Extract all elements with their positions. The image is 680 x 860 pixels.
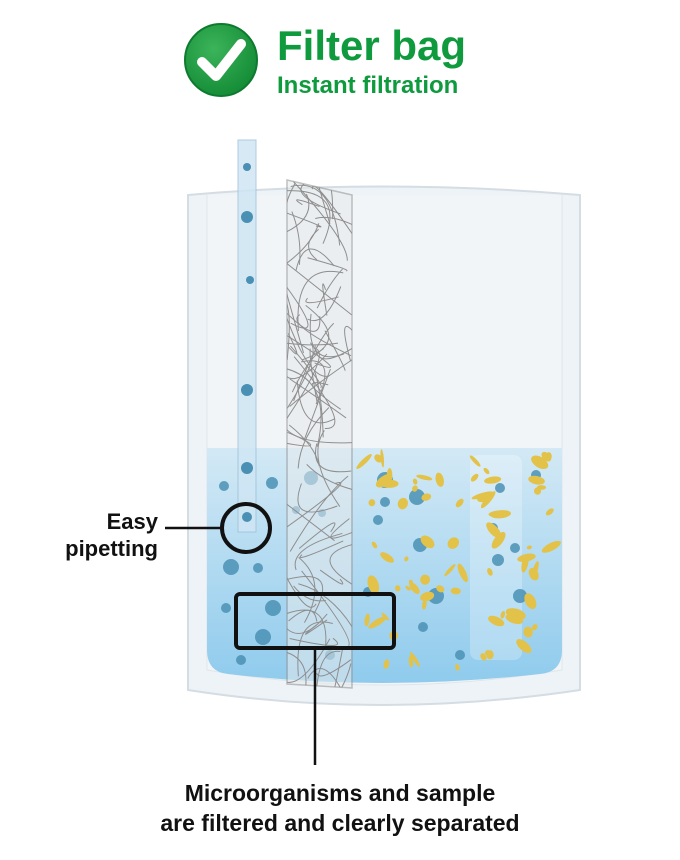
separation-label: Microorganisms and sample are filtered a… <box>40 778 640 838</box>
sample-particle <box>488 615 505 627</box>
sample-particle <box>486 522 502 539</box>
microorganism <box>373 515 383 525</box>
sample-particle <box>374 454 383 463</box>
sample-particle <box>371 541 378 549</box>
sample-particle <box>491 531 506 549</box>
subtitle: Instant filtration <box>277 72 459 99</box>
sample-particle <box>397 497 408 510</box>
sample-particle <box>435 472 444 487</box>
microorganism <box>495 483 505 493</box>
sample-particle <box>505 608 526 620</box>
sample-particle <box>381 612 389 621</box>
microorganism <box>455 650 465 660</box>
microorganism <box>510 543 520 553</box>
microorganism <box>409 489 425 505</box>
sample-particle <box>457 563 468 583</box>
filter-membrane <box>286 179 353 689</box>
sample-particle <box>526 545 532 550</box>
sample-particle <box>367 575 380 594</box>
sample-particle <box>421 493 432 501</box>
sample-particle <box>545 508 554 516</box>
sample-particle <box>412 485 418 492</box>
pipetting-label-line1: Easy <box>106 509 158 534</box>
pipette <box>237 139 257 533</box>
sample-particle <box>379 479 399 488</box>
sample-particle <box>447 537 460 549</box>
sample-particle <box>420 591 435 602</box>
pipetting-label-line2: pipetting <box>65 536 158 561</box>
callout-markers <box>165 502 396 765</box>
title: Filter bag <box>277 22 467 69</box>
microorganism <box>219 481 229 491</box>
sample-particle <box>524 593 537 610</box>
sample-particle <box>541 540 561 553</box>
pipetting-label: Easy pipetting <box>30 508 158 562</box>
sample-particle <box>516 639 532 654</box>
microorganism <box>266 477 278 489</box>
sample-particle <box>409 651 420 667</box>
sample-particle <box>471 491 493 500</box>
sample-particle <box>486 650 494 660</box>
sample-particle <box>383 659 390 669</box>
sample-particle <box>420 535 435 549</box>
sample-particle <box>517 553 536 562</box>
sample-particle <box>523 626 533 638</box>
sample-particle <box>412 478 418 485</box>
sample-particle <box>484 476 502 484</box>
microorganism <box>236 655 246 665</box>
sample-particle <box>487 567 493 576</box>
sample-particle <box>480 653 487 661</box>
sample-particle <box>444 563 456 577</box>
sample-particle <box>528 475 545 485</box>
sample-particle <box>480 491 496 509</box>
sample-particle <box>422 599 427 610</box>
sample-particle <box>368 499 376 507</box>
sample-particle <box>394 585 401 592</box>
sample-particle <box>436 585 445 593</box>
sample-particle <box>500 610 506 619</box>
sample-particle <box>409 582 420 594</box>
sample-particle <box>364 613 370 627</box>
sample-particle <box>380 552 394 563</box>
sample-particle <box>368 616 387 629</box>
microorganism <box>265 600 281 616</box>
check-circle-icon <box>184 23 258 97</box>
separation-label-line1: Microorganisms and sample <box>184 780 496 806</box>
sample-particle <box>531 561 539 580</box>
microorganism <box>380 497 390 507</box>
sample-particle <box>408 655 414 668</box>
microorganism <box>492 554 504 566</box>
sample-particle <box>404 556 409 562</box>
microorganism <box>255 629 271 645</box>
separation-label-line2: are filtered and clearly separated <box>160 810 520 836</box>
microorganism <box>221 603 231 613</box>
sample-particle <box>483 467 490 475</box>
sample-particle <box>531 623 538 631</box>
microorganism <box>223 559 239 575</box>
microorganism <box>418 622 428 632</box>
sample-particle <box>536 485 547 490</box>
sample-particle <box>541 451 552 462</box>
sample-particle <box>455 664 460 671</box>
sample-particle <box>469 455 481 467</box>
sample-particle <box>356 454 372 469</box>
sample-particle <box>488 510 511 518</box>
sample-particle <box>470 473 479 482</box>
sample-particle <box>405 585 411 591</box>
sample-particle <box>416 474 433 481</box>
microorganism <box>253 563 263 573</box>
sample-particle <box>420 574 431 585</box>
microorganism <box>513 589 527 603</box>
sample-particle <box>455 498 464 508</box>
sample-particle <box>450 587 461 595</box>
